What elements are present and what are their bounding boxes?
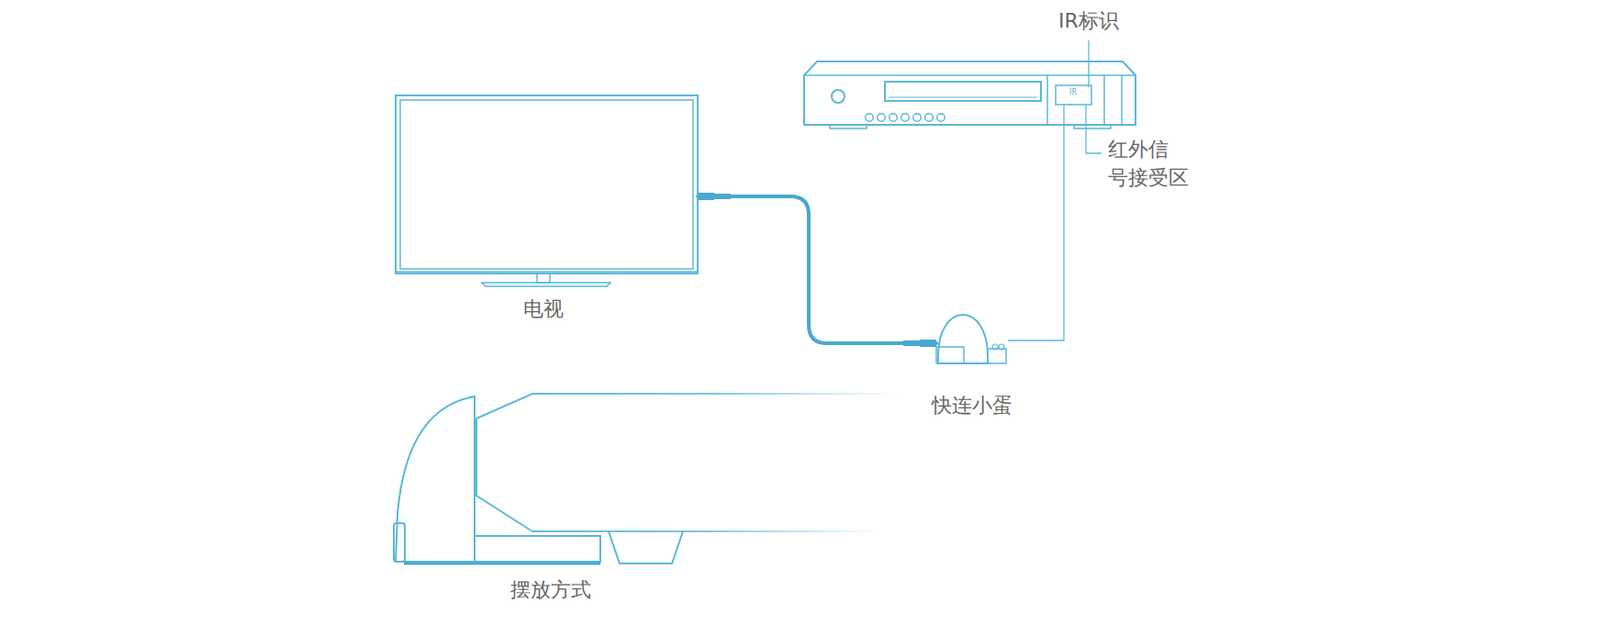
leader-lines (1007, 40, 1102, 341)
placement-view (393, 393, 900, 564)
tv-drawing (390, 91, 707, 333)
node-label: 快连小蛋 (931, 391, 1013, 420)
hdmi-cable (697, 196, 937, 344)
node-label: 电视 (523, 295, 564, 324)
button-row (865, 113, 946, 123)
ir-mark: IR (1069, 89, 1077, 97)
callout-label: IR标识 (1058, 7, 1119, 36)
device-node: 快连小蛋 (917, 291, 1032, 424)
tv-node: 电视 (390, 91, 707, 333)
callout-label: 红外信 号接受区 (1107, 135, 1193, 193)
caption-label: 摆放方式 (510, 576, 592, 605)
